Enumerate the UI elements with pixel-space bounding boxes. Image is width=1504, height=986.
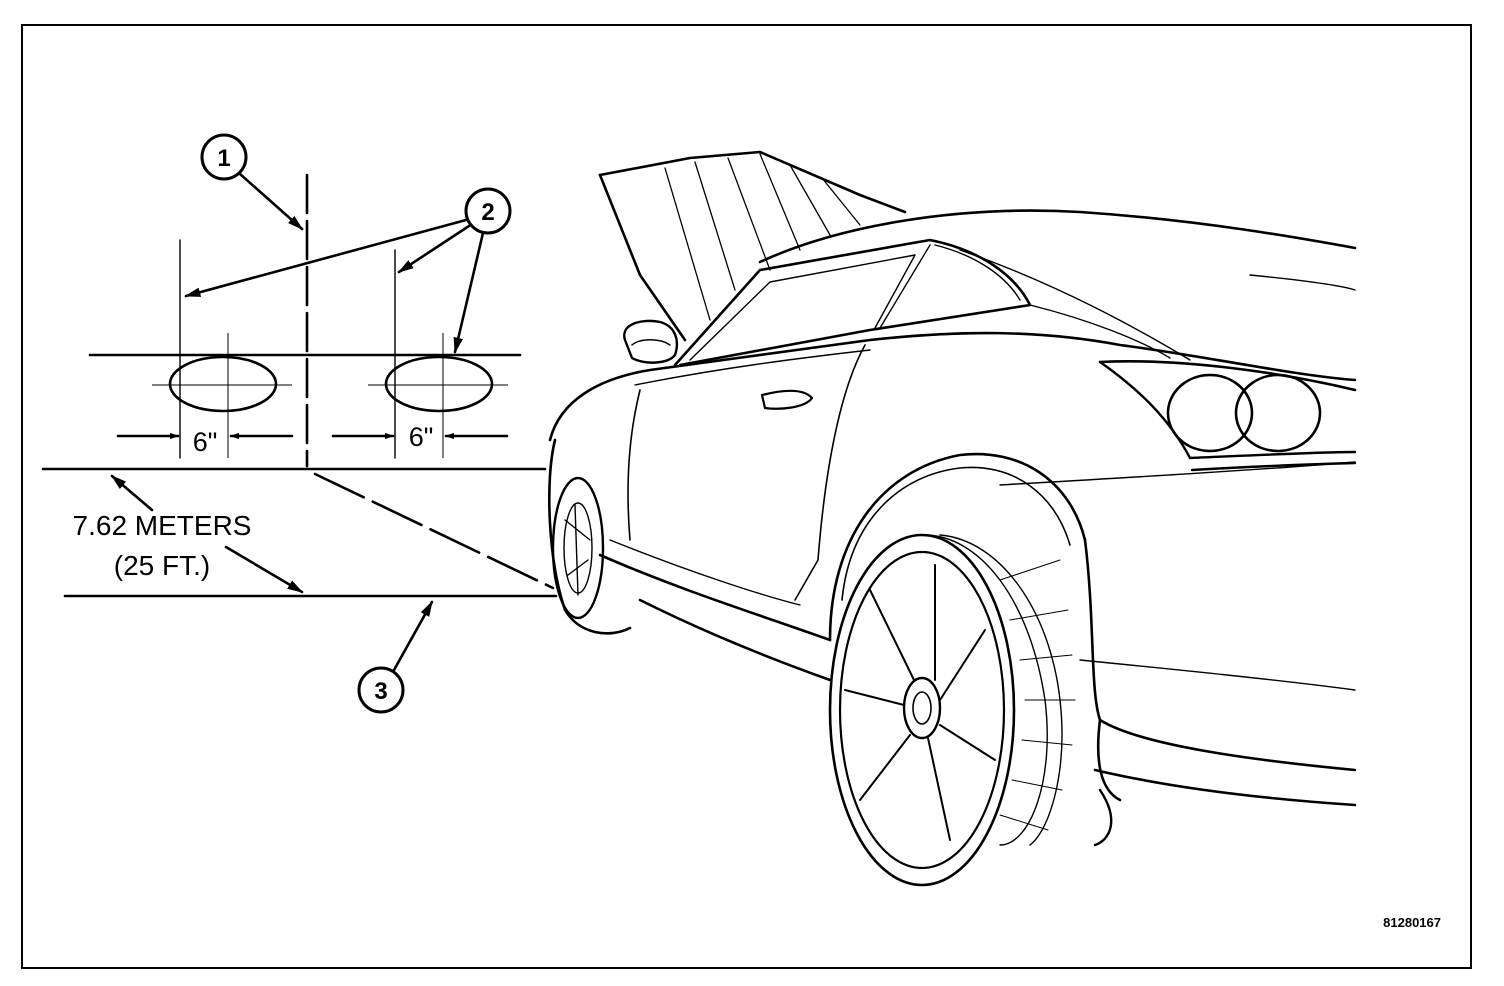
svg-text:3: 3 — [374, 678, 387, 705]
distance-metric-label: 7.62 METERS — [73, 510, 252, 541]
right-beam-pattern — [384, 355, 494, 413]
callout-1: 1 — [200, 133, 304, 231]
right-offset-label: 6" — [409, 422, 434, 452]
figure-border — [21, 24, 1472, 969]
distance-projection-line — [313, 472, 555, 590]
left-beam-pattern — [168, 355, 278, 413]
distance-imperial-label: (25 FT.) — [114, 550, 210, 581]
callout-2: 2 — [184, 187, 512, 354]
figure-number: 81280167 — [1383, 915, 1441, 930]
svg-text:2: 2 — [481, 199, 494, 226]
vehicle-illustration — [548, 150, 1357, 887]
left-offset-label: 6" — [193, 427, 218, 457]
svg-text:1: 1 — [217, 145, 230, 172]
aiming-screen: 6" 6" 7.62 METERS (25 FT.) — [41, 173, 558, 598]
callout-3: 3 — [357, 600, 434, 714]
